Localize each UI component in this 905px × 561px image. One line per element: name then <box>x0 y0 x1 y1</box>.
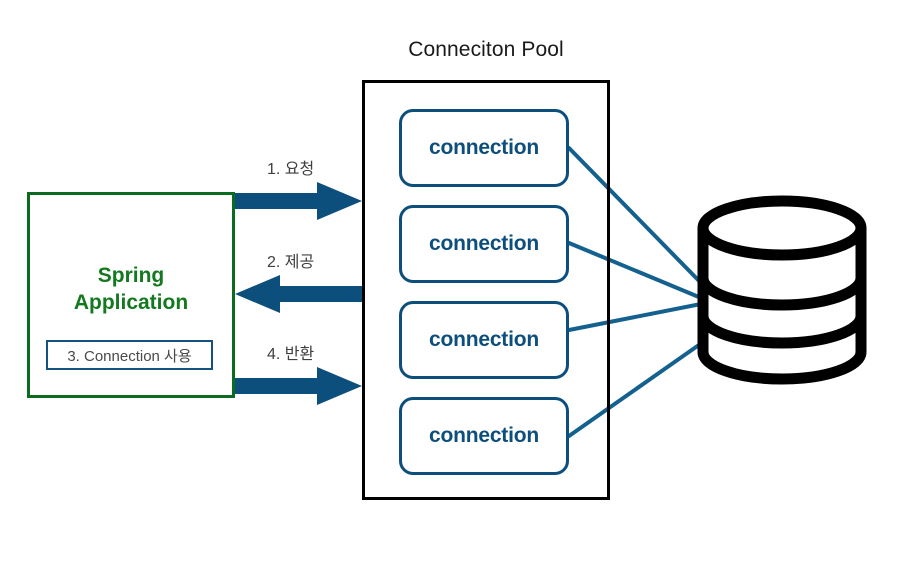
connection-box-3-label: connection <box>428 328 539 351</box>
flow-arrow-2-provide <box>235 275 362 313</box>
spring-application-title-line1: Spring <box>97 264 165 287</box>
connection-pool-container <box>362 80 610 500</box>
flow-label-3-return: 4. 반환 <box>267 346 315 363</box>
database-cylinder <box>697 195 867 385</box>
connection-usage-box[interactable]: 3. Connection 사용 <box>46 340 213 370</box>
connection-box-1[interactable]: connection <box>399 109 569 187</box>
flow-label-1-request: 1. 요청 <box>267 161 315 178</box>
connection-box-2-label: connection <box>428 232 539 255</box>
connection-usage-label: 3. Connection 사용 <box>67 347 192 365</box>
connection-box-3[interactable]: connection <box>399 301 569 379</box>
flow-arrow-3-return <box>235 367 362 405</box>
spring-application-title-line2: Application <box>73 291 189 314</box>
flow-arrow-1-request <box>235 182 362 220</box>
connection-pool-title: Conneciton Pool <box>408 38 564 61</box>
spring-application-title: Spring Application <box>27 262 235 316</box>
connection-box-1-label: connection <box>428 136 539 159</box>
connection-box-4-label: connection <box>428 424 539 447</box>
flow-label-2-provide: 2. 제공 <box>267 254 315 271</box>
connection-box-2[interactable]: connection <box>399 205 569 283</box>
connection-box-4[interactable]: connection <box>399 397 569 475</box>
